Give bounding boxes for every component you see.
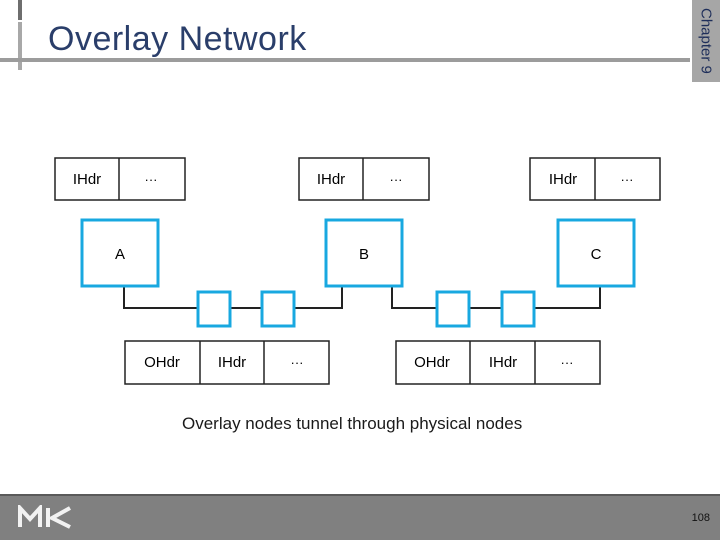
overlay-node-a: A xyxy=(80,218,160,288)
links xyxy=(123,286,601,309)
overlay-node-b: B xyxy=(324,218,404,288)
header-box xyxy=(124,340,330,385)
header-field-ohdr: OHdr xyxy=(414,354,450,371)
header-field-ihdr: IHdr xyxy=(73,171,101,188)
node-box xyxy=(556,218,636,288)
physical-router-3 xyxy=(435,290,471,328)
link-r2-b xyxy=(294,286,343,309)
node-box xyxy=(80,218,160,288)
header-field-ellipsis: ··· xyxy=(291,355,304,370)
top-header-1: IHdr ··· xyxy=(54,157,186,201)
physical-router-1 xyxy=(196,290,232,328)
header-field-ihdr: IHdr xyxy=(549,171,577,188)
title-underline xyxy=(0,58,690,62)
slide-footer xyxy=(0,496,720,540)
chapter-tab xyxy=(692,0,720,82)
title-accent-dark xyxy=(18,0,22,20)
link-b-r3 xyxy=(391,286,437,309)
node-box xyxy=(324,218,404,288)
header-field-ellipsis: ··· xyxy=(390,172,403,187)
bottom-header-2: OHdr IHdr ··· xyxy=(395,340,601,385)
physical-router-4 xyxy=(500,290,536,328)
header-field-ellipsis: ··· xyxy=(561,355,574,370)
footer-divider xyxy=(0,494,720,496)
page-number: 108 xyxy=(691,512,710,524)
chapter-label: Chapter 9 xyxy=(697,8,715,74)
overlay-network-diagram: IHdr ··· IHdr ··· IHdr ··· A B C xyxy=(54,157,661,385)
publisher-logo-icon xyxy=(18,505,71,529)
overlay-node-c: C xyxy=(556,218,636,288)
figure-caption: Overlay nodes tunnel through physical no… xyxy=(182,414,523,433)
header-field-ohdr: OHdr xyxy=(144,354,180,371)
header-field-ihdr: IHdr xyxy=(489,354,517,371)
header-field-ihdr: IHdr xyxy=(218,354,246,371)
header-field-ellipsis: ··· xyxy=(145,172,158,187)
header-box xyxy=(298,157,430,201)
header-field-ellipsis: ··· xyxy=(621,172,634,187)
node-label: C xyxy=(591,246,602,263)
physical-router-2 xyxy=(260,290,296,328)
bottom-header-1: OHdr IHdr ··· xyxy=(124,340,330,385)
top-header-2: IHdr ··· xyxy=(298,157,430,201)
link-a-r1 xyxy=(123,286,198,309)
header-box xyxy=(54,157,186,201)
title-accent-light xyxy=(18,22,22,70)
header-field-ihdr: IHdr xyxy=(317,171,345,188)
top-header-3: IHdr ··· xyxy=(529,157,661,201)
header-box xyxy=(395,340,601,385)
link-r4-c xyxy=(534,286,601,309)
slide-title: Overlay Network xyxy=(48,20,307,58)
node-label: B xyxy=(359,246,369,263)
node-label: A xyxy=(115,246,125,263)
